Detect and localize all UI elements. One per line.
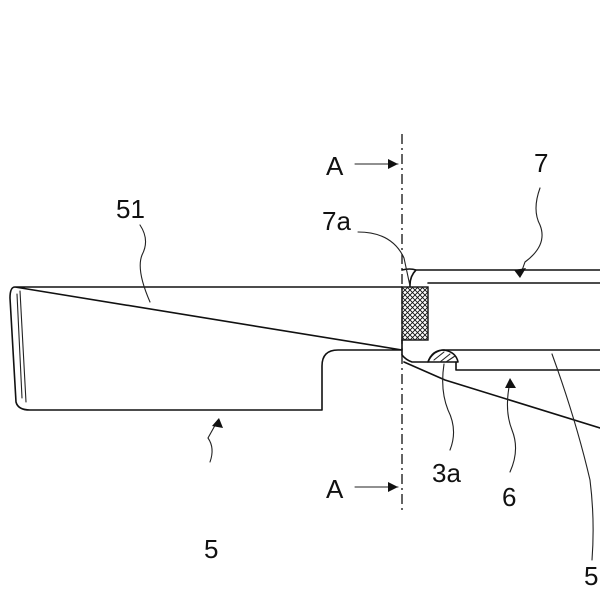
part-5-edge	[16, 290, 27, 403]
leader-5	[207, 419, 219, 463]
part-3a-hatch	[433, 351, 456, 363]
part-5-outline	[9, 286, 403, 411]
leader-7-arrow	[514, 268, 526, 278]
label-part-7a: 7a	[322, 206, 351, 236]
label-part-7: 7	[534, 148, 548, 178]
label-part-5: 5	[204, 534, 218, 564]
part-3a-bump	[427, 349, 459, 363]
section-arrow-bottom	[354, 482, 399, 492]
label-part-6: 6	[502, 482, 516, 512]
label-part-3a: 3a	[432, 458, 461, 488]
leader-6	[506, 381, 517, 473]
label-part-51: 51	[116, 194, 145, 224]
leader-6-arrow	[505, 378, 516, 388]
leader-5-arrow	[212, 418, 223, 428]
leader-7a	[357, 231, 411, 287]
leader-51	[139, 224, 151, 303]
label-part-5-partial: 5	[584, 561, 598, 591]
leader-7	[519, 187, 543, 277]
leader-5-right	[551, 353, 594, 561]
label-section-bottom: A	[326, 474, 344, 504]
leader-3a	[442, 363, 455, 451]
part-7a-hatch	[401, 286, 429, 341]
label-section-top: A	[326, 151, 344, 181]
part-6-slope	[403, 361, 600, 429]
section-arrow-top	[354, 159, 399, 169]
part-7-outline	[401, 268, 600, 288]
